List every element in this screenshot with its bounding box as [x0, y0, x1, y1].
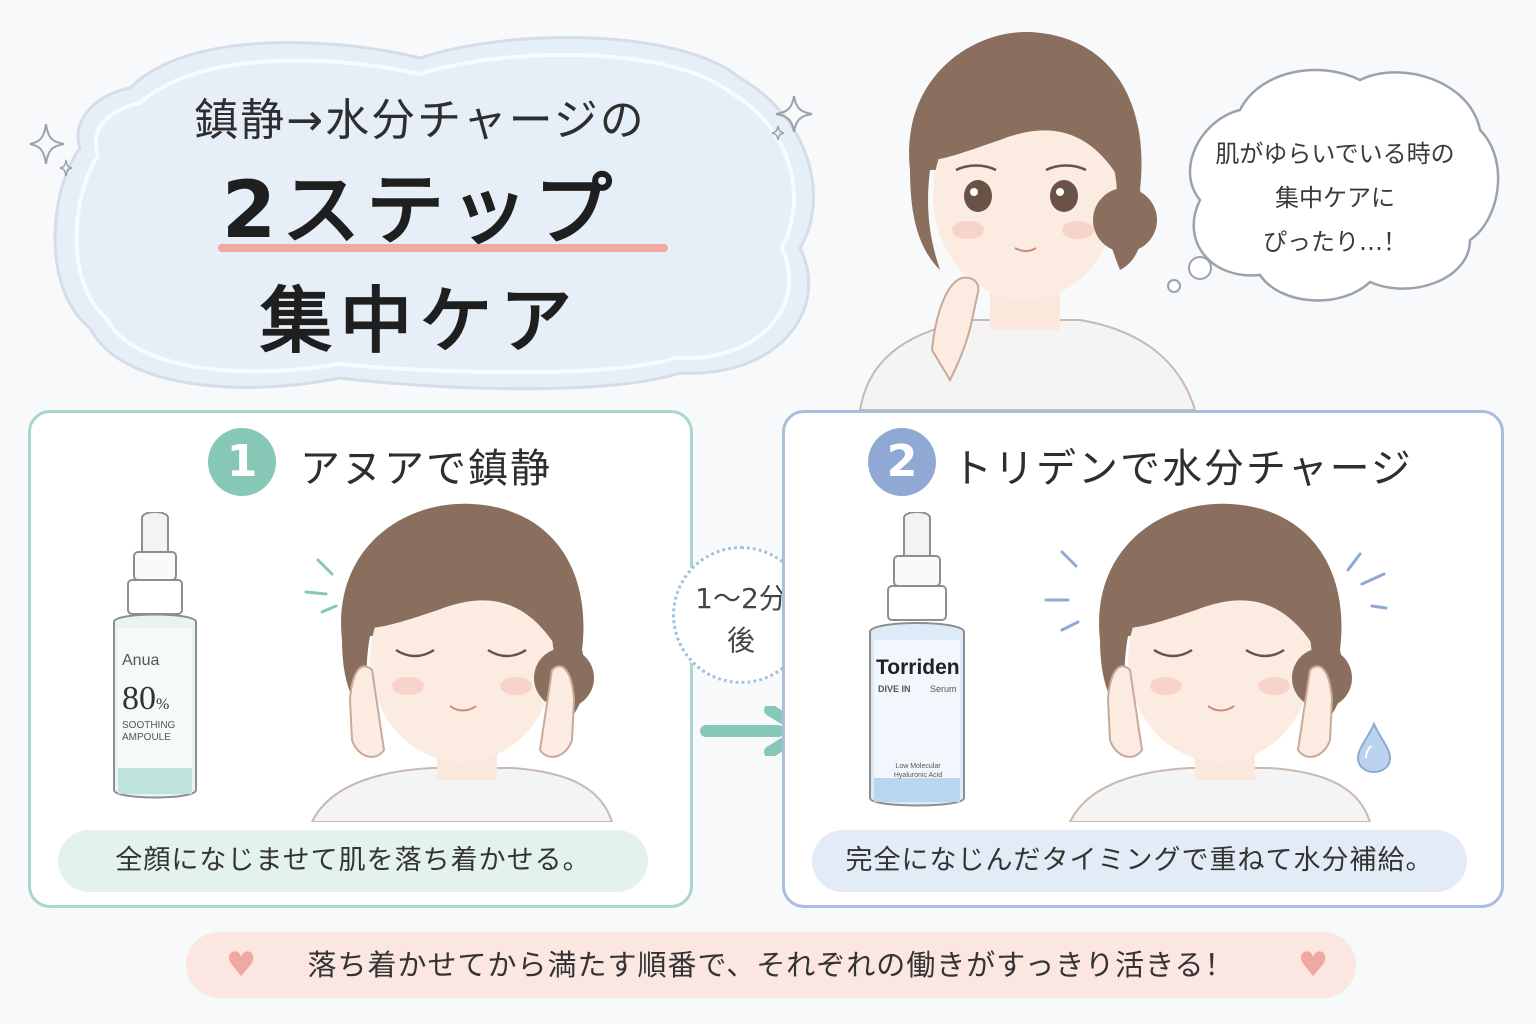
step2-number-badge: 2 — [868, 428, 936, 496]
anua-percent: 80% — [122, 680, 169, 718]
thought-line1: 肌がゆらいでいる時の — [1215, 140, 1455, 168]
anua-bottle-illustration — [113, 512, 197, 799]
torriden-dive-in: DIVE IN — [878, 684, 911, 694]
torriden-serum: Serum — [930, 684, 957, 694]
thought-dots-icon — [1167, 256, 1212, 293]
thought-line2: 集中ケアに — [1275, 184, 1395, 212]
step2-title: トリデンで水分チャージ — [952, 446, 1413, 492]
water-drop-icon — [1356, 721, 1392, 774]
timing-line2: 後 — [726, 624, 755, 657]
anua-line2: AMPOULE — [122, 732, 171, 743]
title-line2: 2ステップ — [221, 166, 619, 256]
title-line3: 集中ケア — [259, 279, 580, 363]
torriden-line3: Low Molecular — [895, 763, 941, 770]
heart-icon: ♥ — [1298, 945, 1329, 985]
woman-soothing-illustration — [304, 503, 614, 822]
sparkle-icon — [771, 95, 813, 141]
heart-icon: ♥ — [226, 945, 257, 985]
torriden-ingredient: Low Molecular Hyaluronic Acid — [878, 762, 958, 780]
title-line1: 鎮静→水分チャージの — [194, 95, 646, 146]
anua-product-name: SOOTHING AMPOULE — [122, 720, 175, 744]
torriden-bottle-illustration — [869, 512, 965, 807]
torriden-brand: Torriden — [876, 656, 960, 679]
thought-bubble-text: 肌がゆらいでいる時の 集中ケアに ぴったり…！ — [1195, 132, 1475, 264]
step1-caption: 全顔になじませて肌を落ち着かせる。 — [58, 830, 648, 892]
anua-percent-value: 80 — [122, 680, 156, 717]
bottom-banner — [186, 932, 1356, 998]
thought-line3: ぴったり…！ — [1263, 228, 1407, 256]
thought-bubble-icon — [1188, 68, 1500, 302]
torriden-line4: Hyaluronic Acid — [893, 772, 943, 779]
title-underline — [218, 244, 668, 252]
anua-percent-unit: % — [156, 696, 170, 713]
timing-text: 1～2分 後 — [672, 578, 810, 662]
title-cloud-background — [53, 36, 815, 391]
step2-caption: 完全になじんだタイミングで重ねて水分補給。 — [812, 830, 1467, 892]
anua-brand: Anua — [122, 652, 160, 669]
anua-line1: SOOTHING — [122, 720, 176, 731]
step1-title: アヌアで鎮静 — [300, 446, 552, 492]
woman-hydrating-illustration — [1044, 503, 1388, 822]
sparkle-icon — [29, 123, 73, 177]
timing-line1: 1～2分 — [695, 582, 787, 615]
banner-text: 落ち着かせてから満たす順番で、それぞれの働きがすっきり活きる！ — [307, 948, 1235, 982]
step1-number-badge: 1 — [208, 428, 276, 496]
woman-thinking-illustration — [858, 31, 1197, 410]
